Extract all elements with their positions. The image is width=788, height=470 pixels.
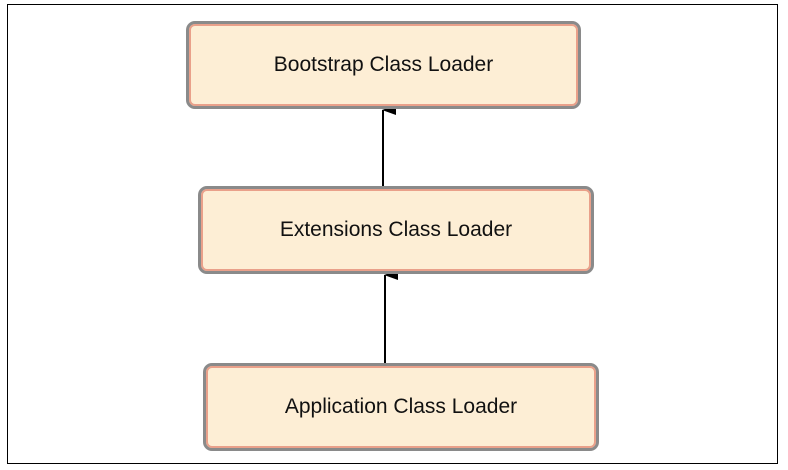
bootstrap-class-loader-label: Bootstrap Class Loader — [273, 53, 494, 76]
application-class-loader-label: Application Class Loader — [284, 395, 518, 418]
bootstrap-class-loader-node: Bootstrap Class Loader — [186, 21, 581, 109]
extensions-class-loader-node: Extensions Class Loader — [198, 186, 594, 274]
extensions-class-loader-label: Extensions Class Loader — [279, 218, 513, 241]
application-class-loader-node: Application Class Loader — [203, 363, 599, 451]
